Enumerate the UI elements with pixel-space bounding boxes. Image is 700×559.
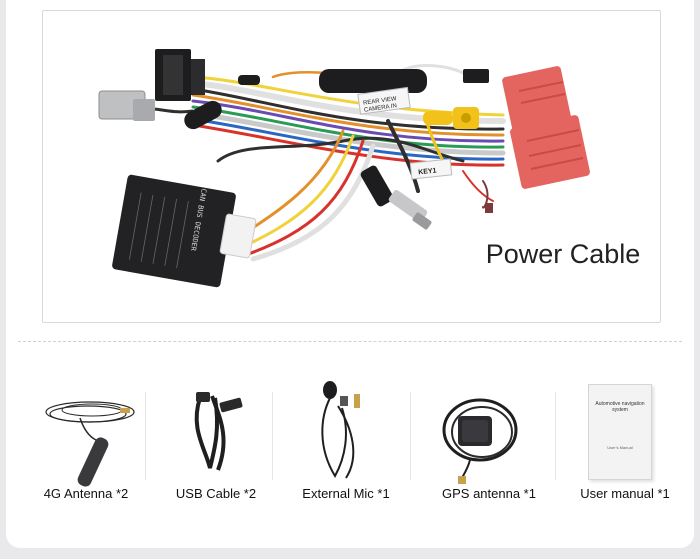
accessory-gps-antenna: GPS antenna *1 [430,378,548,508]
accessory-label: External Mic *1 [302,486,390,501]
manual-cover-sub: User's Manual [607,445,633,450]
rear-view-tube: REAR VIEW CAMERA IN [319,69,427,115]
section-divider [18,341,682,342]
accessory-label: User manual *1 [580,486,670,501]
item-separator [145,392,146,480]
power-cable-panel: REAR VIEW CAMERA IN KEY1 [42,10,661,323]
antenna-adapter [360,165,432,230]
power-cable-illustration: REAR VIEW CAMERA IN KEY1 [98,49,590,288]
accessory-label: 4G Antenna *2 [43,486,129,501]
gray-connector [98,90,194,121]
item-separator [555,392,556,480]
accessory-external-mic: External Mic *1 [290,378,402,508]
item-separator [410,392,411,480]
accessory-label: GPS antenna *1 [442,486,536,501]
small-black-connector [463,69,489,83]
antenna-icon [45,401,135,487]
accessory-4g-antenna: 4G Antenna *2 [30,378,142,508]
red-main-connector [502,66,590,189]
hero-title: Power Cable [485,239,641,269]
item-separator [272,392,273,480]
accessory-user-manual: Automotive navigation system User's Manu… [570,378,680,508]
can-bus-decoder: CAN BUS DECODER [112,174,257,288]
rear-view-label: REAR VIEW [363,96,398,107]
microphone-icon [321,381,360,479]
accessory-label: USB Cable *2 [175,486,257,501]
yellow-rca-connector [423,107,479,162]
black-connector [155,49,205,101]
camera-in-label: CAMERA IN [364,103,398,114]
key-label: KEY1 [418,167,437,176]
usb-cable-icon [194,392,243,471]
manual-cover: Automotive navigation system User's Manu… [588,384,652,480]
gps-antenna-icon [442,398,518,484]
accessory-usb-cable: USB Cable *2 [160,378,272,508]
manual-cover-title: Automotive navigation system [595,401,645,413]
